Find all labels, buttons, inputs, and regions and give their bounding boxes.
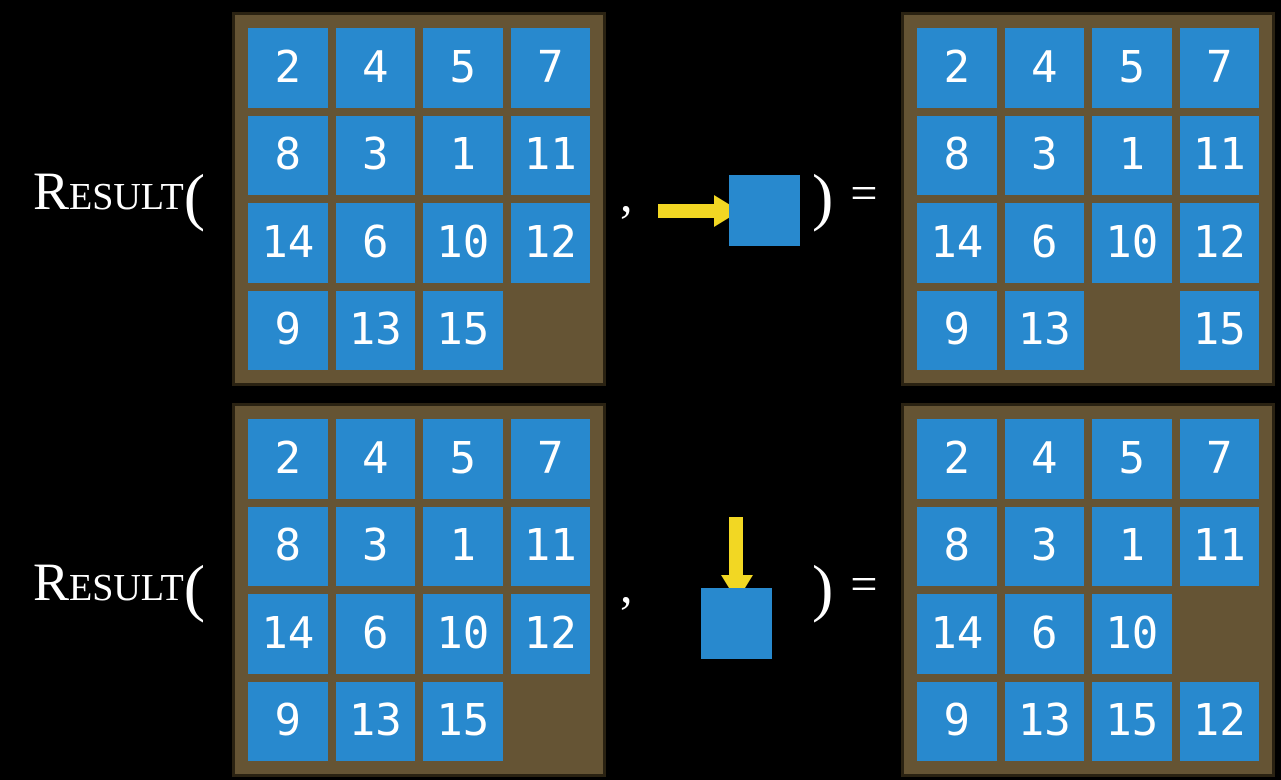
- puzzle-tile-5: 5: [423, 28, 503, 108]
- equals-sign: =: [850, 167, 878, 220]
- puzzle-tile-4: 4: [335, 28, 415, 108]
- puzzle-tile-6: 6: [1004, 594, 1084, 674]
- puzzle-tile-14: 14: [917, 203, 997, 283]
- puzzle-tile-1: 1: [1092, 506, 1172, 586]
- action-tile-row1: [729, 175, 800, 246]
- puzzle-tile-7: 7: [510, 28, 590, 108]
- open-paren: (: [183, 552, 206, 623]
- puzzle-tile-7: 7: [510, 419, 590, 499]
- puzzle-tile-13: 13: [1004, 681, 1084, 761]
- puzzle-tile-5: 5: [423, 419, 503, 499]
- puzzle-tile-1: 1: [1092, 115, 1172, 195]
- result-function-label-1: Result(: [33, 156, 205, 229]
- puzzle-tile-10: 10: [1092, 594, 1172, 674]
- equals-sign: =: [850, 558, 878, 611]
- puzzle-tile-2: 2: [917, 419, 997, 499]
- puzzle-tile-11: 11: [510, 115, 590, 195]
- close-paren: ): [812, 552, 834, 623]
- result-function-label-2: Result(: [33, 547, 205, 620]
- puzzle-tile-14: 14: [248, 594, 328, 674]
- puzzle-tile-5: 5: [1092, 28, 1172, 108]
- puzzle-tile-6: 6: [1004, 203, 1084, 283]
- puzzle-tile-14: 14: [248, 203, 328, 283]
- empty-cell: [1180, 594, 1260, 674]
- action-tile-row2: [701, 588, 772, 659]
- puzzle-tile-13: 13: [335, 290, 415, 370]
- puzzle-tile-7: 7: [1179, 28, 1259, 108]
- puzzle-tile-8: 8: [917, 115, 997, 195]
- puzzle-tile-11: 11: [510, 506, 590, 586]
- puzzle-tile-8: 8: [248, 506, 328, 586]
- comma: ,: [620, 166, 633, 222]
- puzzle-tile-4: 4: [1004, 419, 1084, 499]
- puzzle-tile-1: 1: [423, 506, 503, 586]
- arrow-right-icon: [658, 195, 740, 227]
- function-name: Result: [33, 161, 184, 221]
- puzzle-tile-15: 15: [1092, 681, 1172, 761]
- puzzle-tile-9: 9: [248, 290, 328, 370]
- puzzle-tile-9: 9: [917, 681, 997, 761]
- puzzle-tile-5: 5: [1092, 419, 1172, 499]
- puzzle-tile-14: 14: [917, 594, 997, 674]
- puzzle-tile-7: 7: [1179, 419, 1259, 499]
- puzzle-tile-12: 12: [510, 594, 590, 674]
- open-paren: (: [183, 161, 206, 232]
- puzzle-tile-4: 4: [1004, 28, 1084, 108]
- puzzle-tile-10: 10: [423, 203, 503, 283]
- puzzle-tile-12: 12: [1179, 203, 1259, 283]
- puzzle-tile-13: 13: [335, 681, 415, 761]
- close-paren: ): [812, 161, 834, 232]
- puzzle-tile-3: 3: [335, 506, 415, 586]
- closing-equals-row2: ) =: [812, 547, 878, 620]
- puzzle-tile-15: 15: [423, 681, 503, 761]
- puzzle-tile-12: 12: [1179, 681, 1259, 761]
- puzzle-tile-6: 6: [335, 594, 415, 674]
- puzzle-tile-12: 12: [510, 203, 590, 283]
- puzzle-tile-6: 6: [335, 203, 415, 283]
- puzzle-tile-1: 1: [423, 115, 503, 195]
- empty-cell: [1092, 291, 1172, 371]
- function-name: Result: [33, 552, 184, 612]
- puzzle-tile-9: 9: [917, 290, 997, 370]
- comma: ,: [620, 557, 633, 613]
- puzzle-tile-2: 2: [917, 28, 997, 108]
- puzzle-tile-4: 4: [335, 419, 415, 499]
- puzzle-tile-3: 3: [1004, 506, 1084, 586]
- puzzle-tile-13: 13: [1004, 290, 1084, 370]
- puzzle-tile-8: 8: [248, 115, 328, 195]
- puzzle-tile-3: 3: [335, 115, 415, 195]
- puzzle-tile-15: 15: [1179, 290, 1259, 370]
- closing-equals-row1: ) =: [812, 156, 878, 229]
- puzzle-tile-10: 10: [423, 594, 503, 674]
- puzzle-tile-11: 11: [1179, 506, 1259, 586]
- puzzle-tile-11: 11: [1179, 115, 1259, 195]
- puzzle-tile-9: 9: [248, 681, 328, 761]
- puzzle-tile-2: 2: [248, 28, 328, 108]
- puzzle-tile-8: 8: [917, 506, 997, 586]
- empty-cell: [511, 291, 591, 371]
- puzzle-tile-10: 10: [1092, 203, 1172, 283]
- puzzle-tile-15: 15: [423, 290, 503, 370]
- puzzle-tile-2: 2: [248, 419, 328, 499]
- empty-cell: [511, 682, 591, 762]
- arrow-down-icon: [721, 517, 753, 601]
- puzzle-tile-3: 3: [1004, 115, 1084, 195]
